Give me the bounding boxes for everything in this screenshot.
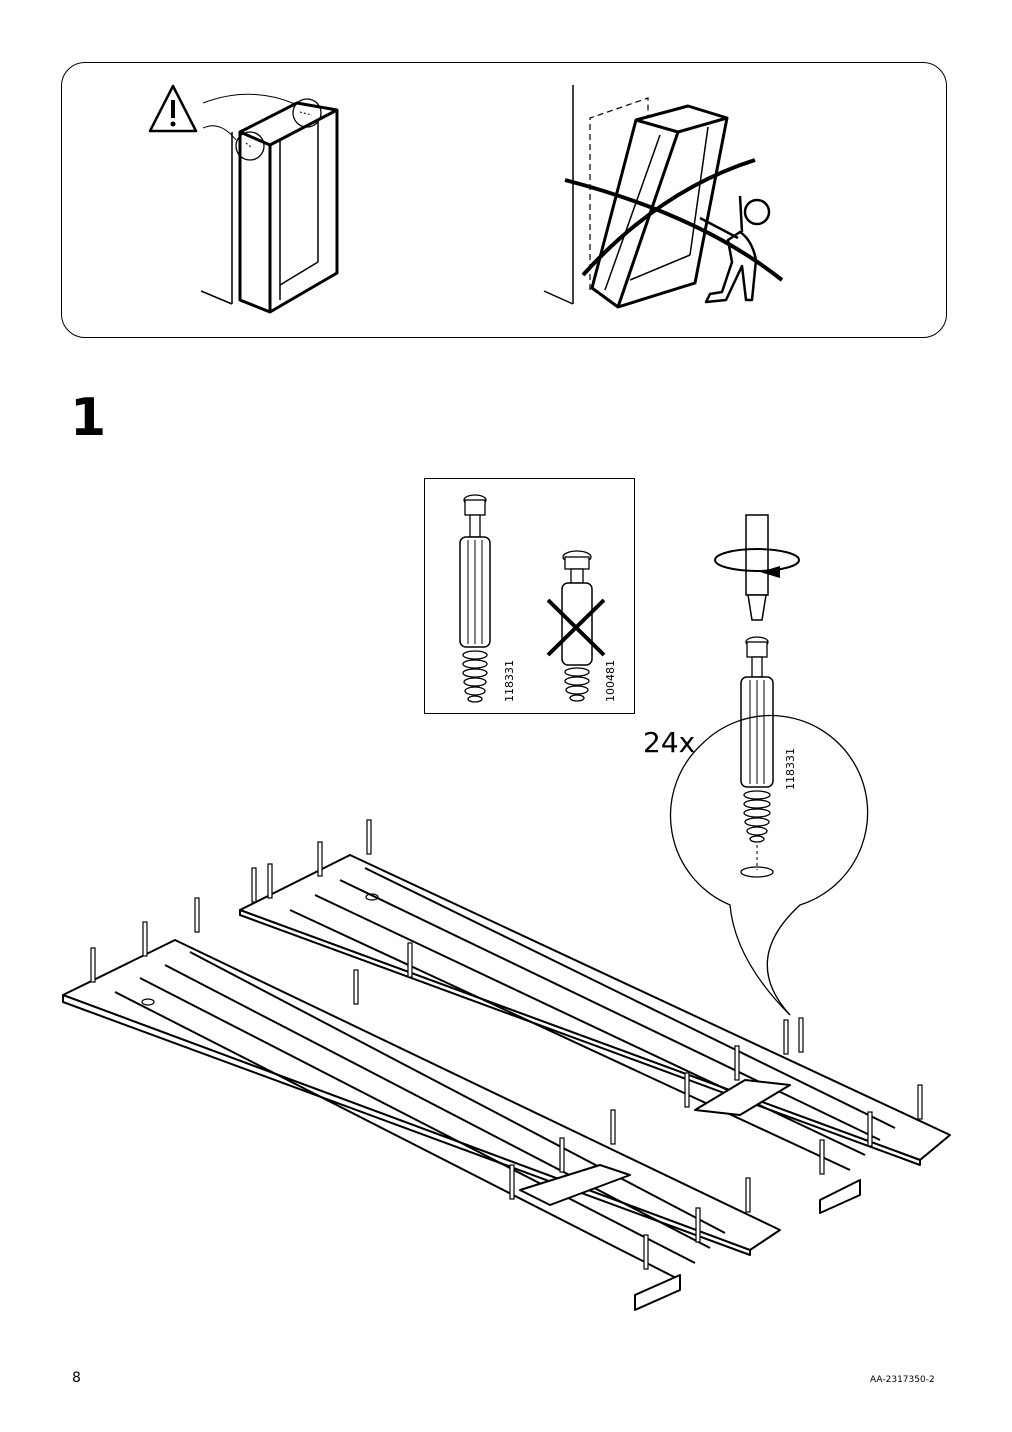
correct-cam-dowel [459, 494, 491, 703]
warning-illustration-right [543, 85, 784, 309]
warning-triangle-icon [148, 84, 198, 133]
cross-icon [546, 598, 606, 657]
document-code: AA-2317350-2 [870, 1375, 935, 1385]
screwdriver-detail [669, 514, 869, 1016]
warning-illustration-left [148, 84, 339, 314]
rotate-arrow-icon [714, 548, 800, 578]
wrong-cam-dowel [546, 550, 606, 702]
step-number: 1 [70, 388, 107, 448]
warning-panel [61, 62, 947, 338]
page-number: 8 [72, 1370, 81, 1386]
bed-base-illustration [62, 819, 951, 1311]
screw-comparison-box [424, 478, 635, 714]
quantity-label: 24x [643, 726, 696, 759]
